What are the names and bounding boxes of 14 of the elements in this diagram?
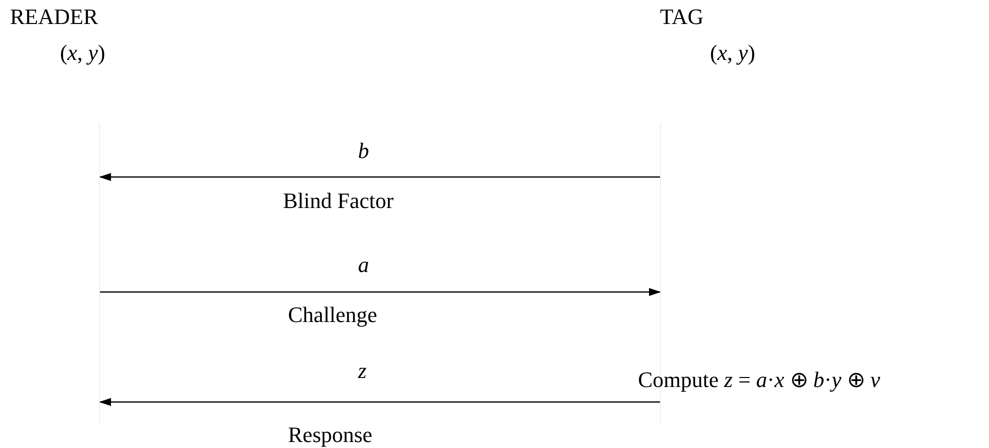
message-description: Compute z = a·x ⊕ b·y ⊕ v	[638, 367, 880, 393]
message-description: Blind Factor	[283, 188, 394, 214]
arrow	[99, 173, 660, 181]
edge-label: z	[358, 358, 367, 384]
message-description: Response	[288, 422, 372, 448]
participant-name: TAG	[660, 4, 704, 30]
variable-pair: (x, y)	[60, 40, 106, 66]
arrow	[99, 398, 660, 406]
variable-pair: (x, y)	[710, 40, 756, 66]
edge-label: a	[358, 252, 369, 278]
edge-label: b	[358, 138, 369, 164]
participant-name: READER	[10, 4, 98, 30]
arrow	[100, 288, 661, 296]
message-description: Challenge	[288, 302, 378, 328]
